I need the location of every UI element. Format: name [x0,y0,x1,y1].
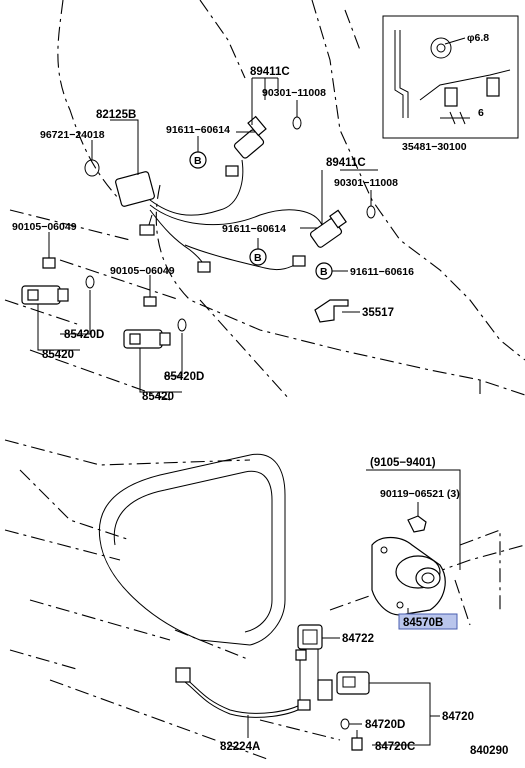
highlight-84570b [398,613,458,630]
label-90119-06521[interactable]: 90119−06521 (3) [380,488,460,500]
label-84570b[interactable]: 84570B [403,617,443,629]
sensor-89411c-lower [309,205,376,248]
label-35517[interactable]: 35517 [362,307,394,319]
bolt-90105-b [143,280,157,307]
bracket-35517 [314,299,349,323]
connector-84722 [295,624,323,700]
o-ring-84720d [340,718,350,730]
marker-b-3: B [315,262,333,280]
solenoid-84570b [371,536,446,616]
label-82224a[interactable]: 82224A [220,741,260,753]
bolt-90119 [407,515,427,533]
o-ring-85420d-a [85,275,95,289]
callout-part: 35481−30100 [402,141,467,153]
label-840290: 840290 [470,745,508,757]
label-85420-a[interactable]: 85420 [42,349,74,361]
door-frame [98,453,286,646]
marker-b-1: B [189,151,207,169]
bolt-84720c [351,730,363,751]
marker-b-2: B [249,248,267,266]
label-89411c-a[interactable]: 89411C [250,66,290,78]
label-85420d-b[interactable]: 85420D [164,371,204,383]
relay-84720 [317,671,370,701]
label-90105-06049-b[interactable]: 90105−06049 [110,265,175,277]
label-9105-9401: (9105−9401) [370,457,436,469]
callout-box: φ6.8 6 35481−30100 [382,15,519,153]
o-ring-85420d-b [177,318,187,332]
label-85420-b[interactable]: 85420 [142,391,174,403]
label-91611-60614-a[interactable]: 91611−60614 [166,124,230,136]
leader-lines [37,77,461,746]
sensor-85420-a [21,285,69,305]
marker-b-1-label: B [194,155,202,167]
wiring-harness [115,159,323,273]
sensor-85420-b [123,329,171,349]
callout-bolt-size: φ6.8 [467,32,489,44]
label-90301-11008-b[interactable]: 90301−11008 [334,177,398,189]
label-89411c-b[interactable]: 89411C [326,157,366,169]
sensor-89411c-upper [233,115,302,159]
label-91611-60614-b[interactable]: 91611−60614 [222,223,286,235]
marker-b-3-label: B [320,266,328,278]
label-84720c[interactable]: 84720C [375,741,415,753]
bolt-90105-a [42,240,56,269]
label-84720[interactable]: 84720 [442,711,474,723]
body-outlines [4,0,525,761]
label-82125b[interactable]: 82125B [96,109,136,121]
marker-b-2-label: B [254,252,262,264]
part-labels: 82125B 96721−24018 89411C 90301−11008 91… [12,66,508,757]
label-84722[interactable]: 84722 [342,633,374,645]
label-90301-11008-a[interactable]: 90301−11008 [262,87,326,99]
callout-dim: 6 [478,107,484,119]
label-91611-60616[interactable]: 91611−60616 [350,266,414,278]
label-85420d-a[interactable]: 85420D [64,329,104,341]
label-96721-24018[interactable]: 96721−24018 [40,129,105,141]
label-90105-06049-a[interactable]: 90105−06049 [12,221,77,233]
label-84720d[interactable]: 84720D [365,719,405,731]
harness-82224a [175,667,311,718]
